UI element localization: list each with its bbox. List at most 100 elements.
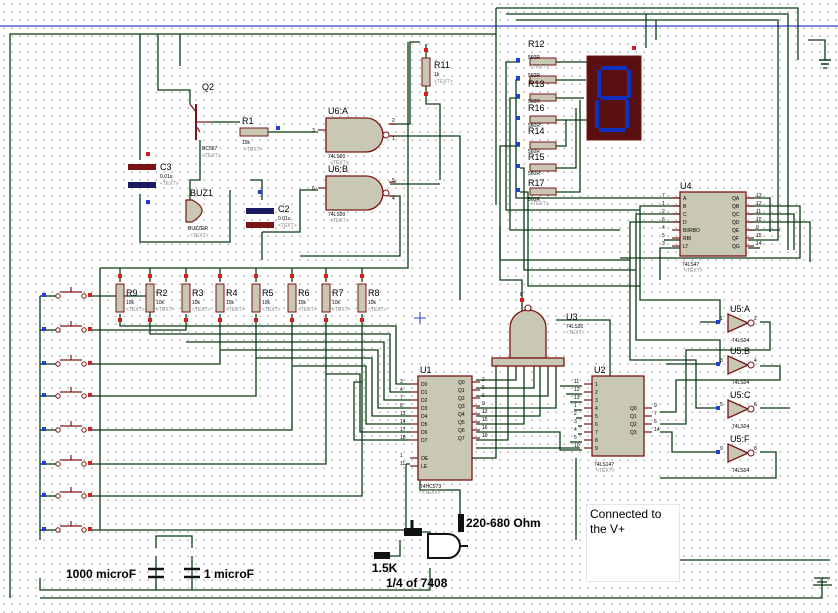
r16-ref: R16: [528, 103, 545, 113]
resistor-range-label: 220-680 Ohm: [466, 516, 541, 530]
cap-large-label: 1000 microF: [66, 567, 136, 581]
u6b-pin-c: 4: [392, 196, 395, 202]
u4-pin-number: 9: [756, 225, 759, 231]
note-text: Connected to the V+: [590, 507, 662, 536]
u3-ref: U3: [566, 312, 578, 322]
switch-contact: [81, 361, 87, 367]
u5c-pin-out: 6: [754, 402, 757, 408]
u1-pin-name: D3: [421, 406, 428, 412]
r12-ref: R12: [528, 39, 545, 49]
capacitor-1uf[interactable]: [184, 567, 200, 579]
resistor-r15[interactable]: R15 560R: [516, 141, 557, 162]
switch-contact: [55, 427, 61, 433]
resistor-r17[interactable]: R17 560R: [516, 163, 557, 188]
r15-ref: R15: [528, 152, 545, 162]
pullup-ref: R5: [262, 288, 274, 298]
push-button-circuit[interactable]: [374, 514, 464, 559]
u6b-pin-b: 5: [392, 178, 395, 184]
u5b-pin-in: 3: [720, 358, 723, 364]
inverter-u5a[interactable]: U5:A 74LS04 1 2: [716, 304, 757, 344]
push-switch[interactable]: [42, 455, 92, 467]
pullup-ref: R6: [298, 288, 310, 298]
push-switch[interactable]: [42, 321, 92, 333]
u4-pin-number: 5: [662, 233, 665, 239]
inverter-u5c[interactable]: U5:C 74LS04 5 6: [716, 390, 757, 430]
r18-value: 560R: [528, 197, 540, 203]
inverter-u5f[interactable]: U5:F 74LS04 9 8: [716, 434, 757, 474]
switch-pin: [42, 427, 46, 431]
resistor-r1[interactable]: R1 10k <TEXT>: [239, 116, 280, 153]
pullup-text: <TEXT>: [192, 307, 211, 313]
capacitor-c3[interactable]: C3 0.01u <TEXT>: [128, 152, 179, 204]
push-switch[interactable]: [42, 387, 92, 399]
u1-pin-number: 9: [482, 401, 485, 407]
switch-contact: [55, 361, 61, 367]
u1-pin-name: D4: [421, 414, 428, 420]
switch-contact: [55, 461, 61, 467]
pullup-text: <TEXT>: [298, 307, 317, 313]
u2-pin-name: Q1: [630, 414, 637, 420]
buzzer-buz1[interactable]: BUZ1 BUZZER <TEXT>: [185, 188, 213, 239]
capacitor-c2[interactable]: C2 0.01u <TEXT>: [246, 190, 297, 229]
push-switch[interactable]: [42, 487, 92, 499]
c2-value: 0.01u: [278, 216, 291, 222]
u2-value: 74LS147: [594, 462, 614, 468]
resistor-1k5-label: 1.5K: [372, 561, 398, 575]
push-switch[interactable]: [42, 521, 92, 533]
and-gate-7408[interactable]: [427, 533, 468, 559]
seven-segment-display[interactable]: [586, 46, 642, 141]
resistor-r12[interactable]: R12 560R: [516, 39, 557, 66]
pullup-pin: [254, 318, 258, 322]
u1-pin-name: D1: [421, 390, 428, 396]
switch-pin: [42, 293, 46, 297]
resistor-r13[interactable]: R13 560R: [516, 73, 557, 89]
u2-pin-name: Q2: [630, 422, 637, 428]
push-switch[interactable]: [42, 421, 92, 433]
r14-ref: R14: [528, 126, 545, 136]
u2-pin-name: 5: [595, 414, 598, 420]
gate-part-label: 1/4 of 7408: [386, 576, 448, 590]
r18-text: <TEXT>: [530, 201, 549, 207]
u2-pin-number: 4: [574, 427, 577, 433]
resistor-r11[interactable]: R11 1k <TEXT>: [421, 48, 453, 96]
nand-gate-u6b[interactable]: U6:B 74LS00 <TEXT> 6 5 4: [312, 164, 396, 224]
u6b-value: 74LS00: [328, 212, 345, 218]
u1-text: <TEXT>: [422, 490, 441, 496]
u1-pin-number: 8: [400, 403, 403, 409]
push-switch[interactable]: [42, 287, 92, 299]
pullup-body: [357, 283, 367, 313]
resistor-r18[interactable]: 560R: [516, 187, 557, 203]
push-switch[interactable]: [42, 355, 92, 367]
inverter-u5b[interactable]: U5:B 74LS04 3 4: [716, 346, 757, 386]
pullup-body: [287, 283, 297, 313]
u5b-value: 74LS04: [732, 380, 749, 386]
nand-gate-u3[interactable]: 8 U3 74LS30 <TEXT>: [491, 292, 585, 367]
resistor-r16[interactable]: R16 560R: [516, 93, 557, 113]
u5b-ref: U5:B: [730, 346, 750, 356]
c3-value: 0.01u: [160, 174, 173, 180]
pullup-value: 10k: [368, 300, 377, 306]
u1-pin-name: D5: [421, 422, 428, 428]
ground-symbol-bottom: [814, 577, 830, 583]
u5f-pin-in: 9: [720, 446, 723, 452]
u1-pin-number: 14: [400, 419, 406, 425]
resistor-r14[interactable]: R14 560R: [516, 115, 557, 136]
transistor-q2[interactable]: Q2 BC557 <TEXT>: [189, 82, 221, 159]
pullup-pin: [290, 318, 294, 322]
capacitor-1000uf[interactable]: [148, 567, 164, 579]
u5f-value: 74LS04: [732, 468, 749, 474]
nand-gate-u6a[interactable]: U6:A 74LS00 <TEXT> 3 2 1: [312, 106, 396, 166]
u2-pin-name: 9: [595, 446, 598, 452]
